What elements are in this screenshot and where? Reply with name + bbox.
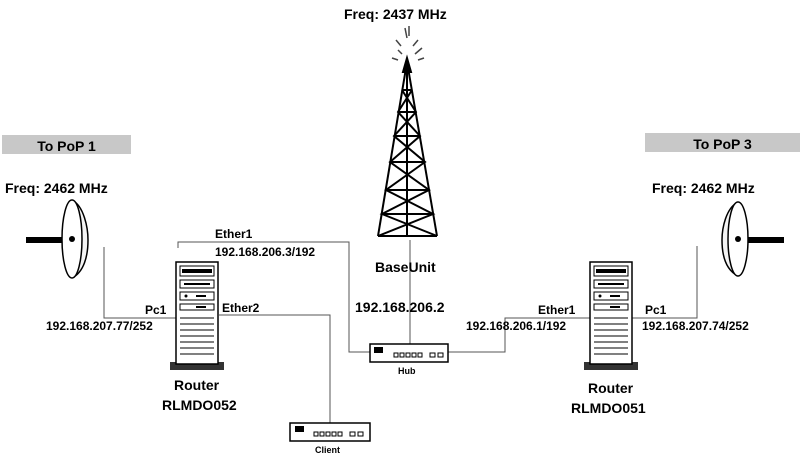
tower-icon	[377, 54, 438, 237]
left-pc1-label: Pc1	[145, 303, 167, 317]
signal-icon	[391, 26, 425, 61]
link-left-router-hub	[177, 241, 370, 353]
pop-label-left: To PoP 1	[37, 138, 96, 154]
dish-antenna-left-icon	[26, 199, 89, 279]
pop-label-right: To PoP 3	[693, 136, 752, 152]
dish-antenna-right-icon	[721, 201, 784, 277]
right-freq: Freq: 2462 MHz	[652, 180, 755, 196]
left-ether1-ip: 192.168.206.3/192	[215, 245, 316, 259]
hub-label: Hub	[398, 366, 416, 376]
baseunit-label: BaseUnit	[375, 259, 436, 275]
link-left-router-client	[219, 314, 331, 423]
client-icon	[289, 422, 371, 442]
link-left-dish-router	[103, 247, 177, 319]
right-router-name: Router	[588, 380, 634, 396]
right-ether1-ip: 192.168.206.1/192	[466, 319, 567, 333]
hub-icon	[369, 343, 449, 363]
left-freq: Freq: 2462 MHz	[5, 180, 108, 196]
right-ether1-label: Ether1	[538, 303, 576, 317]
right-pc1-ip: 192.168.207.74/252	[642, 319, 749, 333]
right-router-id: RLMDO051	[571, 400, 646, 416]
baseunit-ip: 192.168.206.2	[355, 299, 445, 315]
pop-banner-left: To PoP 1	[2, 135, 131, 154]
right-pc1-label: Pc1	[645, 303, 667, 317]
link-right-router-dish	[630, 246, 698, 319]
left-ether2-label: Ether2	[222, 301, 260, 315]
pop-banner-right: To PoP 3	[645, 133, 800, 152]
router-left-icon	[170, 261, 224, 370]
left-ether1-label: Ether1	[215, 227, 253, 241]
link-hub-right-router	[448, 317, 590, 353]
left-pc1-ip: 192.168.207.77/252	[46, 319, 153, 333]
left-router-name: Router	[174, 377, 220, 393]
left-router-id: RLMDO052	[162, 397, 237, 413]
client-label: Client	[315, 445, 341, 455]
router-right-icon	[584, 261, 638, 370]
connection-lines	[103, 240, 698, 423]
tower-freq: Freq: 2437 MHz	[344, 6, 447, 22]
